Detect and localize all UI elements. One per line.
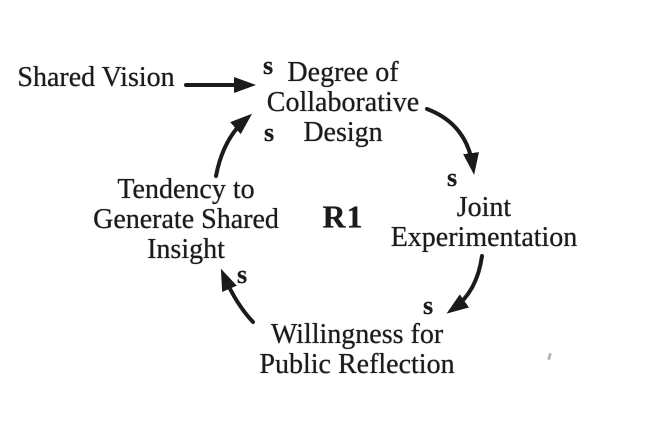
node-label-line: Degree of xyxy=(287,57,399,88)
polarity-label-shared-insight-link: s xyxy=(263,118,275,147)
polarity-label-insight-link: s xyxy=(236,260,248,289)
node-joint-experimentation: Joint Experimentation xyxy=(391,193,578,253)
arrow-shared-insight-to-collaborative-design xyxy=(214,113,253,178)
node-label-line: Joint xyxy=(456,192,512,223)
node-label-line: Experimentation xyxy=(390,222,578,253)
node-label-line: Insight xyxy=(147,234,225,265)
node-shared-vision: Shared Vision xyxy=(17,63,174,93)
node-degree-of-collaborative-design: Degree of Collaborative Design xyxy=(267,58,419,148)
arrow-joint-experimentation-to-public-reflection xyxy=(446,254,484,314)
node-label-line: Collaborative xyxy=(266,87,420,118)
polarity-label-shared-vision-link: s xyxy=(262,51,274,80)
node-willingness-for-public-reflection: Willingness for Public Reflection xyxy=(259,320,454,380)
node-label-line: Generate Shared xyxy=(93,204,279,235)
polarity-label-public-reflection-link: s xyxy=(422,291,434,320)
arrow-collaborative-design-to-joint-experimentation xyxy=(425,107,479,175)
node-label-line: Tendency to xyxy=(117,174,255,205)
node-tendency-to-generate-shared-insight: Tendency to Generate Shared Insight xyxy=(93,175,279,265)
node-label-line: Willingness for xyxy=(270,319,444,350)
node-label-line: Public Reflection xyxy=(259,349,455,380)
node-label-line: Design xyxy=(303,117,383,148)
loop-label-r1: R1 xyxy=(322,198,364,235)
node-label: Shared Vision xyxy=(17,62,175,93)
polarity-label-joint-experimentation-link: s xyxy=(446,163,458,192)
arrow-public-reflection-to-shared-insight xyxy=(220,268,255,324)
